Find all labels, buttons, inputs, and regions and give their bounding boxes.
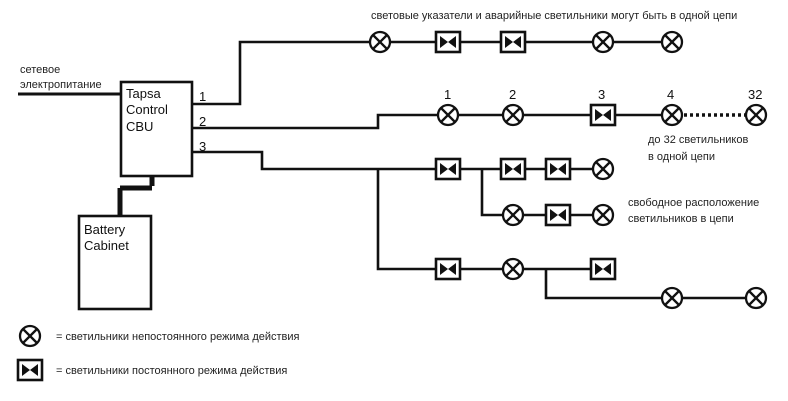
legend-non-maintained-label: = светильники непостоянного режима дейст… bbox=[56, 331, 300, 343]
note-max-line1: до 32 светильников bbox=[648, 134, 748, 146]
circuit-3-wire-branch-c bbox=[544, 269, 756, 300]
circuit-3-wire-branch-b bbox=[376, 169, 603, 271]
battery-label-line2: Cabinet bbox=[84, 238, 129, 253]
note-max-line2: в одной цепи bbox=[648, 151, 715, 163]
circuit-3-lamp-b3-non-maintained-icon bbox=[591, 203, 615, 227]
circuit-3-lamp-b2-maintained-icon bbox=[544, 203, 572, 227]
battery-cabinet-box bbox=[77, 214, 153, 311]
circuit-2-lamp-2-non-maintained-icon bbox=[501, 103, 525, 127]
circuit-1-lamp-5-non-maintained-icon bbox=[660, 30, 684, 54]
circuit-3-lamp-b1-non-maintained-icon bbox=[501, 203, 525, 227]
circuit-2-number-32: 32 bbox=[748, 87, 762, 102]
battery-label-line1: Battery bbox=[84, 222, 126, 237]
mains-label-line2: электропитание bbox=[20, 79, 102, 91]
circuit-2-number-3: 3 bbox=[598, 87, 605, 102]
circuit-3-lamp-c3-maintained-icon bbox=[589, 257, 617, 281]
circuit-1-lamp-3-maintained-icon bbox=[499, 30, 527, 54]
circuit-number-1: 1 bbox=[199, 89, 206, 104]
circuit-1-lamp-2-maintained-icon bbox=[434, 30, 462, 54]
circuit-2-lamp-1-non-maintained-icon bbox=[436, 103, 460, 127]
circuit-3-lamp-c2-non-maintained-icon bbox=[501, 257, 525, 281]
circuit-3-lamp-d1-non-maintained-icon bbox=[660, 286, 684, 310]
circuit-2-lamp-3-maintained-icon bbox=[589, 103, 617, 127]
circuit-3-wire-main bbox=[192, 150, 603, 171]
circuit-3-lamp-d2-non-maintained-icon bbox=[744, 286, 768, 310]
circuit-3-lamp-a1-maintained-icon bbox=[434, 157, 462, 181]
cbu-label-line3: CBU bbox=[126, 119, 153, 134]
circuit-3-lamp-a3-maintained-icon bbox=[544, 157, 572, 181]
circuit-3-lamp-c1-maintained-icon bbox=[434, 257, 462, 281]
note-free-line1: свободное расположение bbox=[628, 197, 759, 209]
circuit-3-lamp-a4-non-maintained-icon bbox=[591, 157, 615, 181]
circuit-2-number-1: 1 bbox=[444, 87, 451, 102]
circuit-1-lamp-4-non-maintained-icon bbox=[591, 30, 615, 54]
legend-maintained-icon bbox=[16, 358, 44, 382]
circuit-3-lamp-a2-maintained-icon bbox=[499, 157, 527, 181]
legend-non-maintained-icon bbox=[18, 324, 42, 348]
header-note: световые указатели и аварийные светильни… bbox=[371, 10, 737, 22]
circuit-2-number-2: 2 bbox=[509, 87, 516, 102]
circuit-1-lamp-1-non-maintained-icon bbox=[368, 30, 392, 54]
circuit-2-lamp-4-non-maintained-icon bbox=[660, 103, 684, 127]
circuit-2-lamp-32-non-maintained-icon bbox=[744, 103, 768, 127]
circuit-2-wire bbox=[192, 113, 672, 130]
legend-maintained-label: = светильники постоянного режима действи… bbox=[56, 365, 287, 377]
cbu-label-line1: Tapsa bbox=[126, 86, 161, 101]
circuit-number-2: 2 bbox=[199, 114, 206, 129]
note-free-line2: светильников в цепи bbox=[628, 213, 734, 225]
circuit-2-number-4: 4 bbox=[667, 87, 674, 102]
cbu-label-line2: Control bbox=[126, 102, 168, 117]
mains-label-line1: сетевое bbox=[20, 64, 60, 76]
circuit-number-3: 3 bbox=[199, 139, 206, 154]
